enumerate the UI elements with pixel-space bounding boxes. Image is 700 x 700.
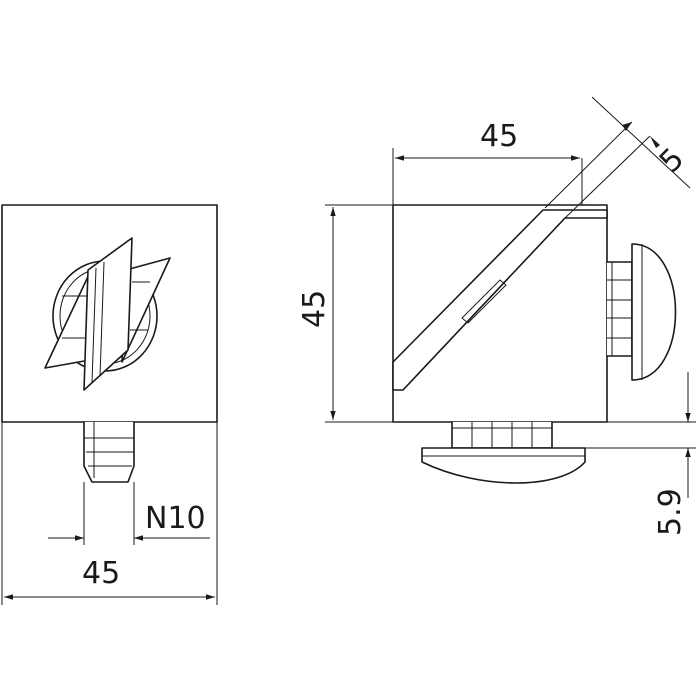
side-view-body xyxy=(392,204,608,423)
dimension-label-diagonal: 5 xyxy=(653,141,691,179)
dimension-right-width: 45 xyxy=(395,119,580,161)
slot-nut xyxy=(83,421,135,483)
side-knob xyxy=(606,243,677,381)
dimension-label-left-width: 45 xyxy=(82,556,120,591)
clamp-mechanism xyxy=(44,237,171,391)
front-view: N10 45 xyxy=(1,204,218,605)
side-view: 45 45 5 5.9 xyxy=(297,96,696,536)
dimension-label-right-height: 45 xyxy=(297,290,332,328)
dimension-n10: N10 xyxy=(48,501,210,541)
dimension-label-cap: 5.9 xyxy=(653,488,688,536)
dimension-label-right-width: 45 xyxy=(480,119,518,154)
dimension-left-width: 45 xyxy=(4,556,215,600)
dimension-label-n10: N10 xyxy=(145,501,206,536)
bottom-knob xyxy=(421,421,586,484)
dimension-right-height: 45 xyxy=(297,207,336,420)
dimension-cap: 5.9 xyxy=(585,372,696,536)
